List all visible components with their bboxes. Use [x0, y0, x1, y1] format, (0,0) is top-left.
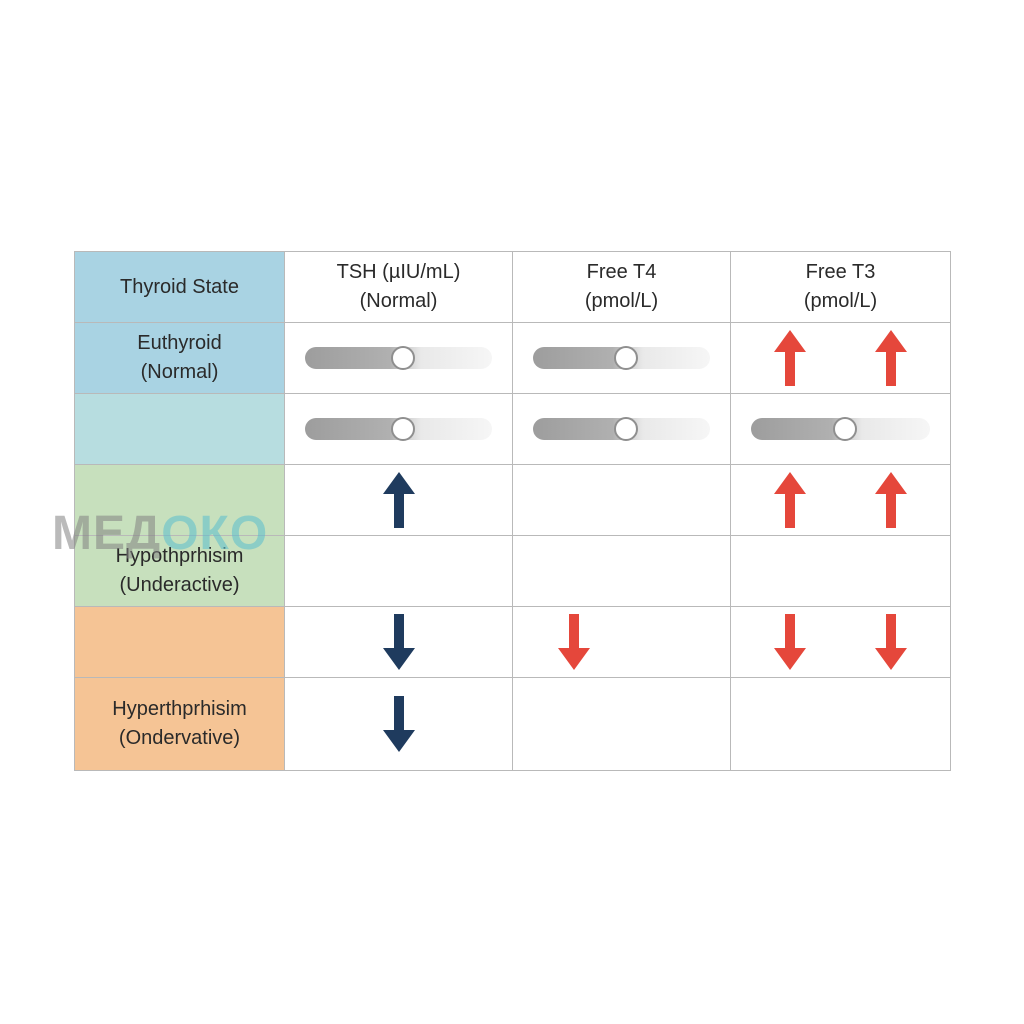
row-1-free-t3-slider-knob[interactable]	[833, 417, 858, 441]
thyroid-function-table: Thyroid State TSH (µIU/mL) (Normal) Free…	[74, 251, 951, 771]
table-row	[74, 393, 951, 465]
arrow-up-icon	[874, 472, 907, 528]
row-2-free-t3-cell	[730, 464, 951, 536]
row-1-free-t3-cell	[730, 393, 951, 465]
row-3-thyroid-state: Hypothprhisim (Underactive)	[74, 535, 285, 607]
row-2-tsh-cell	[284, 464, 513, 536]
header-free-t4-line-1: Free T4	[586, 261, 657, 283]
table-row: Hyperthprhisim (Ondervative)	[74, 677, 951, 771]
row-0-free-t4-level-slider[interactable]	[533, 346, 710, 370]
row-0-state-line-2: (Normal)	[140, 361, 219, 383]
row-4-tsh-arrows	[285, 607, 512, 677]
row-1-tsh-slider-knob[interactable]	[391, 417, 416, 441]
row-5-tsh-cell	[284, 677, 513, 771]
row-1-thyroid-state	[74, 393, 285, 465]
row-3-tsh-cell	[284, 535, 513, 607]
row-4-thyroid-state	[74, 606, 285, 678]
row-4-free-t3-arrows	[731, 607, 950, 677]
row-4-tsh-cell	[284, 606, 513, 678]
arrow-up-icon	[874, 330, 907, 386]
row-2-free-t4-cell	[512, 464, 731, 536]
row-0-free-t4-slider-knob[interactable]	[614, 346, 639, 370]
arrow-up-icon	[774, 330, 807, 386]
row-0-free-t3-cell	[730, 322, 951, 394]
row-3-state-line-2: (Underactive)	[119, 574, 240, 596]
row-4-free-t4-cell	[512, 606, 731, 678]
row-0-tsh-slider-knob[interactable]	[391, 346, 416, 370]
arrow-down-icon	[382, 614, 415, 670]
row-1-free-t4-cell	[512, 393, 731, 465]
table-row: Euthyroid (Normal)	[74, 322, 951, 394]
header-tsh-line-2: (Normal)	[359, 290, 438, 312]
row-0-thyroid-state: Euthyroid (Normal)	[74, 322, 285, 394]
row-0-state-line-1: Euthyroid	[137, 332, 222, 354]
row-0-tsh-level-slider[interactable]	[305, 346, 492, 370]
header-free-t3-line-1: Free T3	[805, 261, 876, 283]
header-tsh: TSH (µIU/mL) (Normal)	[284, 251, 513, 323]
header-free-t4: Free T4 (pmol/L)	[512, 251, 731, 323]
row-1-tsh-cell	[284, 393, 513, 465]
header-thyroid-state-label: Thyroid State	[120, 275, 239, 298]
header-free-t3: Free T3 (pmol/L)	[730, 251, 951, 323]
row-2-free-t3-arrows	[731, 465, 950, 535]
header-free-t4-line-2: (pmol/L)	[584, 290, 659, 312]
row-5-thyroid-state: Hyperthprhisim (Ondervative)	[74, 677, 285, 771]
arrow-down-icon	[774, 614, 807, 670]
row-5-free-t4-cell	[512, 677, 731, 771]
row-0-tsh-cell	[284, 322, 513, 394]
row-0-free-t4-cell	[512, 322, 731, 394]
header-thyroid-state: Thyroid State	[74, 251, 285, 323]
arrow-down-icon	[557, 614, 590, 670]
row-1-free-t3-level-slider[interactable]	[751, 417, 930, 441]
row-5-state-line-1: Hyperthprhisim	[112, 698, 247, 720]
row-1-free-t4-slider-knob[interactable]	[614, 417, 639, 441]
arrow-down-icon	[382, 696, 415, 752]
arrow-down-icon	[874, 614, 907, 670]
header-tsh-line-1: TSH (µIU/mL)	[336, 261, 461, 283]
row-1-tsh-level-slider[interactable]	[305, 417, 492, 441]
table-row	[74, 606, 951, 678]
row-4-free-t4-arrows	[513, 607, 730, 677]
row-0-free-t3-arrows	[731, 323, 950, 393]
row-1-free-t4-level-slider[interactable]	[533, 417, 710, 441]
table-header-row: Thyroid State TSH (µIU/mL) (Normal) Free…	[74, 251, 951, 323]
row-5-state-line-2: (Ondervative)	[118, 727, 241, 749]
row-2-tsh-arrows	[285, 465, 512, 535]
arrow-up-icon	[774, 472, 807, 528]
header-free-t3-line-2: (pmol/L)	[803, 290, 878, 312]
row-5-free-t3-cell	[730, 677, 951, 771]
row-2-thyroid-state	[74, 464, 285, 536]
row-5-tsh-arrows	[285, 678, 512, 770]
arrow-up-icon	[382, 472, 415, 528]
table-row	[74, 464, 951, 536]
row-4-free-t3-cell	[730, 606, 951, 678]
row-3-state-line-1: Hypothprhisim	[115, 545, 244, 567]
row-3-free-t4-cell	[512, 535, 731, 607]
table-row: Hypothprhisim (Underactive)	[74, 535, 951, 607]
row-3-free-t3-cell	[730, 535, 951, 607]
